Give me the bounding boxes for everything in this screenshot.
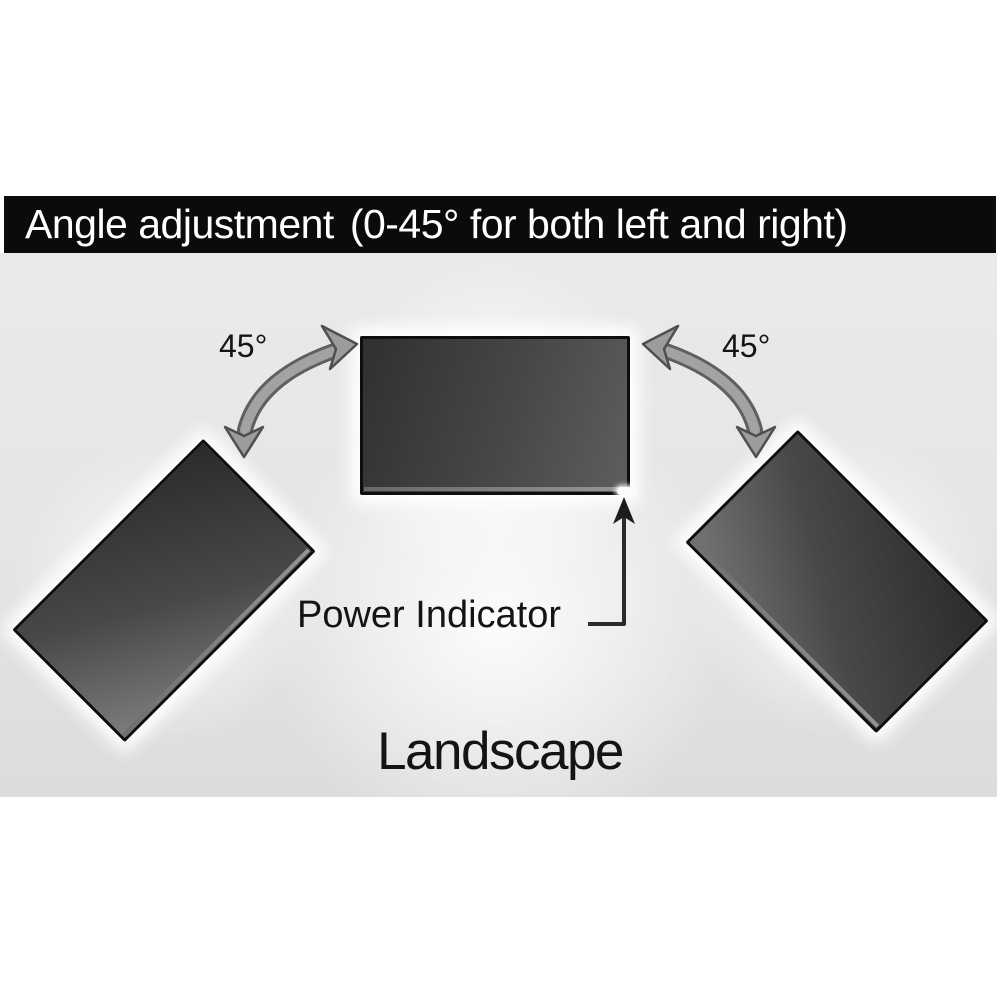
monitor-landscape-center (360, 336, 630, 495)
header-title: Angle adjustment (25, 201, 334, 247)
right-angle-label: 45° (722, 328, 771, 364)
header-bar: Angle adjustment (0-45° for both left an… (4, 196, 996, 253)
orientation-label: Landscape (377, 722, 624, 781)
power-indicator-label: Power Indicator (297, 594, 562, 636)
left-angle-label: 45° (219, 328, 268, 364)
power-indicator-light-icon (617, 487, 634, 495)
header-subtitle: (0-45° for both left and right) (349, 201, 848, 247)
